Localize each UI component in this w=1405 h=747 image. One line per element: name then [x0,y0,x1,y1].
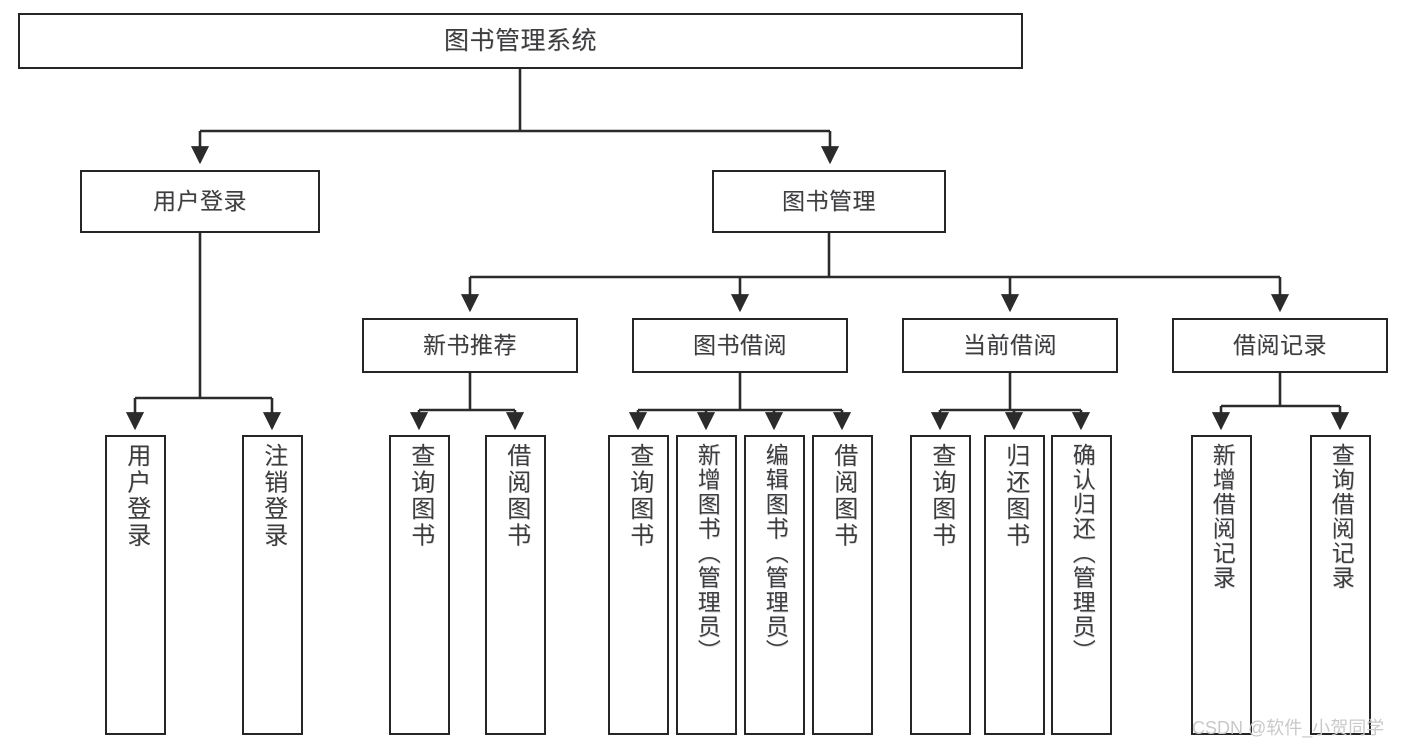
node-new-book-rec[interactable]: 新书推荐 [362,318,578,373]
node-return-book[interactable]: 归还图书 [984,435,1045,735]
node-book-borrow[interactable]: 图书借阅 [632,318,848,373]
node-query-book-borrow[interactable]: 查询图书 [608,435,669,735]
node-query-book-current[interactable]: 查询图书 [910,435,971,735]
node-borrow-book-action-label: 借阅图书 [829,443,857,549]
node-query-book-rec[interactable]: 查询图书 [389,435,450,735]
node-book-borrow-label: 图书借阅 [693,332,787,359]
node-query-borrow-record-label: 查询借阅记录 [1328,443,1355,590]
node-borrow-record[interactable]: 借阅记录 [1172,318,1388,373]
node-add-borrow-record-label: 新增借阅记录 [1209,443,1236,590]
node-book-manage-label: 图书管理 [782,188,876,215]
node-book-manage[interactable]: 图书管理 [712,170,946,233]
node-user-login-label: 用户登录 [153,188,247,215]
node-add-borrow-record[interactable]: 新增借阅记录 [1191,435,1252,735]
node-user-logout-action-label: 注销登录 [259,443,287,549]
node-query-book-borrow-label: 查询图书 [625,443,653,549]
node-borrow-book-action[interactable]: 借阅图书 [812,435,873,735]
node-query-book-rec-label: 查询图书 [406,443,434,549]
node-user-login-action-label: 用户登录 [122,443,150,549]
node-borrow-record-label: 借阅记录 [1233,332,1327,359]
node-return-book-label: 归还图书 [1001,443,1029,549]
node-root-label: 图书管理系统 [443,26,597,55]
node-edit-book-admin-label: 编辑图书（管理员） [762,443,789,664]
node-confirm-return-admin[interactable]: 确认归还（管理员） [1051,435,1112,735]
node-edit-book-admin[interactable]: 编辑图书（管理员） [744,435,805,735]
node-user-login-action[interactable]: 用户登录 [105,435,166,735]
node-user-login[interactable]: 用户登录 [80,170,320,233]
node-query-borrow-record[interactable]: 查询借阅记录 [1310,435,1371,735]
node-user-logout-action[interactable]: 注销登录 [242,435,303,735]
node-root[interactable]: 图书管理系统 [18,13,1023,69]
node-add-book-admin-label: 新增图书（管理员） [694,443,721,664]
node-borrow-book-rec[interactable]: 借阅图书 [485,435,546,735]
node-borrow-book-rec-label: 借阅图书 [502,443,530,549]
node-add-book-admin[interactable]: 新增图书（管理员） [676,435,737,735]
node-query-book-current-label: 查询图书 [927,443,955,549]
node-current-borrow[interactable]: 当前借阅 [902,318,1118,373]
node-confirm-return-admin-label: 确认归还（管理员） [1069,443,1096,664]
csdn-watermark: CSDN @软件_小贺同学 [1192,718,1385,738]
node-current-borrow-label: 当前借阅 [963,332,1057,359]
node-new-book-rec-label: 新书推荐 [423,332,517,359]
